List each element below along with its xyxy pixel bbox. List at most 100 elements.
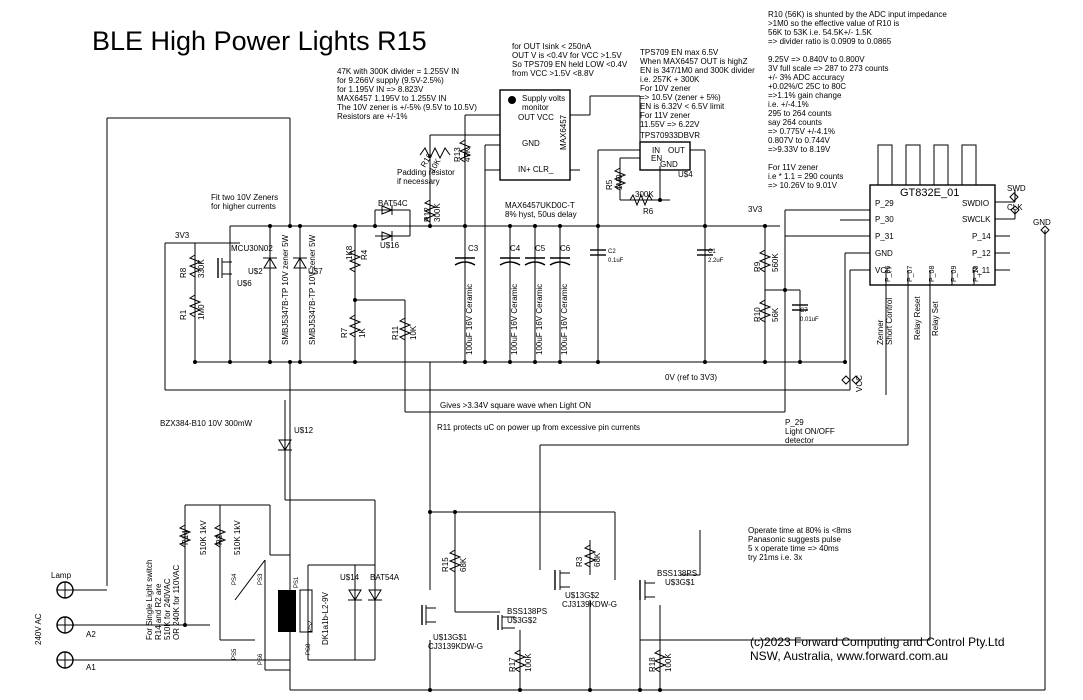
label-u2: U$2 — [248, 267, 263, 276]
label-a2: A2 — [86, 630, 96, 639]
label-tps-gnd: GND — [660, 160, 678, 169]
resistor-r7-icon — [348, 314, 362, 338]
label-out-vcc: OUT VCC — [518, 113, 554, 122]
resistor-r18-icon — [653, 649, 667, 673]
note-squarewave: Gives >3.34V square wave when Light ON — [440, 401, 591, 410]
svg-text:P_09: P_09 — [951, 266, 958, 282]
vcc-pad-icon — [841, 375, 851, 385]
svg-text:P_12: P_12 — [972, 249, 991, 258]
label-zener-part2: SMBJ5347B-TP 10V zener 5W — [308, 234, 317, 345]
label-swd: SWD — [1007, 184, 1026, 193]
label-tps-out: OUT — [668, 146, 685, 155]
capacitors — [454, 249, 808, 311]
label-c2: C2 — [608, 249, 616, 255]
resistor-r12-icon — [423, 199, 437, 223]
svg-text:GND: GND — [875, 249, 893, 258]
svg-text:PS5: PS5 — [232, 648, 238, 660]
label-gnd: GND — [522, 139, 540, 148]
resistor-r16-icon — [419, 146, 451, 160]
svg-text:100uF 16V Ceramic: 100uF 16V Ceramic — [465, 284, 474, 355]
annotation-text: 47K with 300K divider = 1.255V IN for 9.… — [145, 10, 949, 640]
label-c4: C4 — [510, 244, 521, 253]
svg-text:P_07: P_07 — [907, 266, 914, 282]
svg-text:0.1uF: 0.1uF — [608, 258, 624, 264]
label-mcu: MCU30N02 — [231, 244, 273, 253]
label-vcc-tag: VCC — [855, 375, 864, 392]
label-gnd-tag: GND — [1033, 218, 1051, 227]
resistor-r10-icon — [758, 299, 772, 323]
note-p29: P_29 Light ON/OFF detector — [785, 418, 837, 445]
label-3v3-right: 3V3 — [748, 205, 763, 214]
max6457-chip — [499, 89, 571, 181]
label-bat54c: BAT54C — [378, 199, 408, 208]
note-r11: R11 protects uC on power up from excessi… — [437, 423, 640, 432]
label-u14: U$14 — [340, 573, 360, 582]
note-tps: TPS709 EN max 6.5V When MAX6457 OUT is h… — [640, 48, 757, 129]
zener-u7-icon — [293, 257, 307, 269]
note-single: For Single Light switch R14 and R2 are 5… — [145, 557, 181, 640]
resistor-r17-icon — [513, 649, 527, 673]
svg-text:P_08: P_08 — [929, 266, 936, 282]
svg-text:P_10: P_10 — [973, 266, 980, 282]
label-relay: DK1a1b-L2-9V — [321, 591, 330, 645]
label-a1: A1 — [86, 663, 96, 672]
label-bat54a: BAT54A — [370, 573, 400, 582]
copyright-block: (c)2023 Forward Computing and Control Pt… — [750, 635, 1008, 663]
clk-pad-icon — [1010, 205, 1020, 215]
label-c5: C5 — [535, 244, 546, 253]
svg-text:P_14: P_14 — [972, 232, 991, 241]
svg-text:100uF 16V Ceramic: 100uF 16V Ceramic — [560, 284, 569, 355]
label-tps-en: EN — [651, 154, 662, 163]
svg-text:P_11: P_11 — [972, 266, 991, 275]
resistor-r1-icon — [188, 294, 202, 318]
resistors — [178, 139, 772, 673]
label-tps-part: TPS70933DBVR — [640, 131, 700, 140]
resistor-r2-icon — [213, 524, 227, 548]
gnd-pad-icon — [1040, 225, 1050, 235]
svg-text:PS1: PS1 — [294, 576, 300, 588]
svg-text:PS8: PS8 — [306, 643, 312, 655]
note-padding: Padding resistor if necessary — [397, 168, 457, 186]
label-in-clr: IN+ CLR_ — [518, 165, 554, 174]
svg-text:P_06: P_06 — [885, 266, 892, 282]
svg-text:2.2uF: 2.2uF — [708, 258, 724, 264]
svg-text:PS4: PS4 — [232, 573, 238, 585]
label-u12: U$12 — [294, 426, 314, 435]
note-r10: R10 (56K) is shunted by the ADC input im… — [768, 10, 949, 190]
diode-bat54c-1-icon — [381, 205, 394, 215]
label-bzx: BZX384-B10 10V 300mW — [160, 419, 252, 428]
label-clk: CLK — [1007, 203, 1023, 212]
label-r5: R51M0 — [605, 174, 624, 190]
label-3v3-left: 3V3 — [175, 231, 190, 240]
diodes — [263, 205, 394, 601]
svg-text:PS2: PS2 — [308, 620, 314, 632]
label-r12: R12300K — [423, 203, 442, 222]
label-r13: R1347K — [453, 147, 472, 162]
transistors — [217, 258, 655, 630]
label-gt832: GT832E_01 — [900, 187, 959, 199]
junction-dots — [183, 198, 847, 692]
svg-text:P_31: P_31 — [875, 232, 894, 241]
svg-text:PS3: PS3 — [258, 573, 264, 585]
label-u7: U$7 — [308, 267, 323, 276]
resistor-r13-icon — [458, 139, 472, 163]
note-out: for OUT Isink < 250nA OUT V is <0.4V for… — [512, 42, 629, 78]
resistor-r14-icon — [178, 524, 192, 548]
label-u6: U$6 — [237, 279, 252, 288]
resistor-r11-icon — [398, 317, 412, 341]
wires — [73, 95, 1046, 691]
resistor-r6-icon — [629, 193, 653, 207]
note-relay-set: Relay Set — [931, 301, 940, 336]
antenna-trace-icon — [877, 144, 990, 186]
